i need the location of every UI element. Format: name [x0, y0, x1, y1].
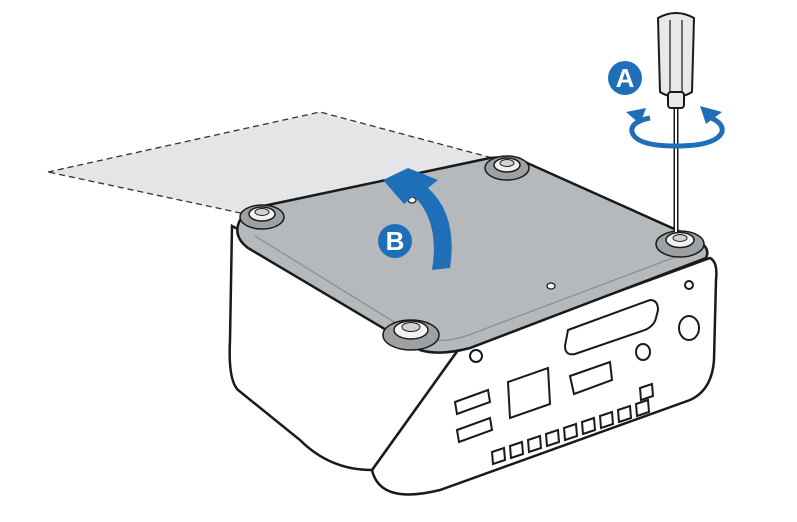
lift-arrow-icon — [383, 168, 452, 270]
lid-hole — [546, 282, 556, 290]
rotate-arrow-icon — [629, 113, 725, 149]
screwdriver-icon — [656, 12, 696, 232]
rotate-arrow-head-right — [700, 106, 722, 124]
svg-text:B: B — [386, 226, 405, 256]
screw-icon — [655, 230, 705, 258]
callout-b: B — [378, 224, 412, 258]
rotate-arrow-head-left — [626, 108, 646, 124]
callout-a: A — [608, 61, 642, 95]
svg-text:A: A — [616, 63, 635, 93]
chassis-side-face — [228, 223, 460, 472]
screw-icon — [382, 319, 440, 351]
screw-icon — [239, 204, 285, 230]
rear-ports — [453, 280, 700, 466]
screw-icon — [484, 155, 530, 181]
